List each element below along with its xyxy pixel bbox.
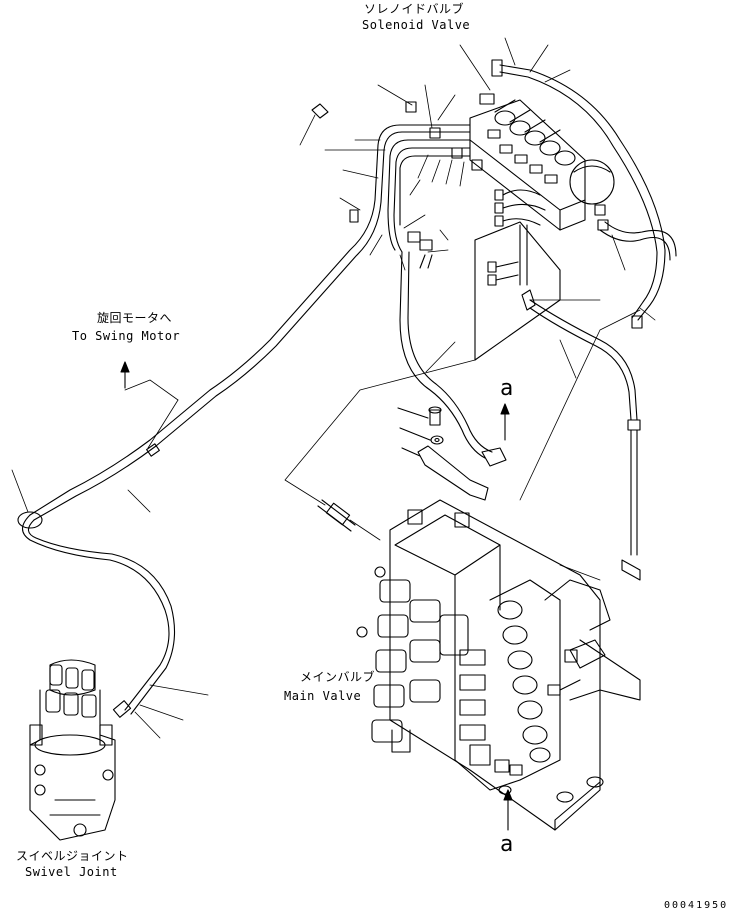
swing-motor-hose (17, 443, 176, 718)
swing-motor-label-en: To Swing Motor (72, 329, 181, 343)
reference-mark-bottom: a (500, 832, 514, 857)
bracket-and-bolt (397, 406, 507, 501)
swivel-joint-label-en: Swivel Joint (25, 865, 118, 879)
drawing-number: 00041950 (664, 900, 729, 911)
reference-mark-top: a (500, 376, 514, 401)
swing-motor-label-jp: 旋回モータへ (97, 311, 173, 325)
right-side-hoses (491, 59, 677, 581)
swivel-joint-assembly (29, 659, 116, 841)
main-valve-assembly (356, 499, 641, 831)
reference-arrows (120, 361, 513, 831)
solenoid-valve-label-jp: ソレノイドバルブ (364, 2, 465, 16)
solenoid-valve-assembly (469, 93, 615, 361)
main-valve-label-en: Main Valve (284, 689, 362, 703)
solenoid-valve-label-en: Solenoid Valve (362, 18, 471, 32)
guide-lines (124, 299, 641, 581)
main-valve-label-jp: メインバルブ (300, 670, 376, 684)
leader-lines (11, 37, 656, 739)
valve-connector (317, 499, 356, 532)
pilot-hose-bundle (29, 101, 493, 521)
swivel-joint-label-jp: スイベルジョイント (16, 849, 129, 863)
